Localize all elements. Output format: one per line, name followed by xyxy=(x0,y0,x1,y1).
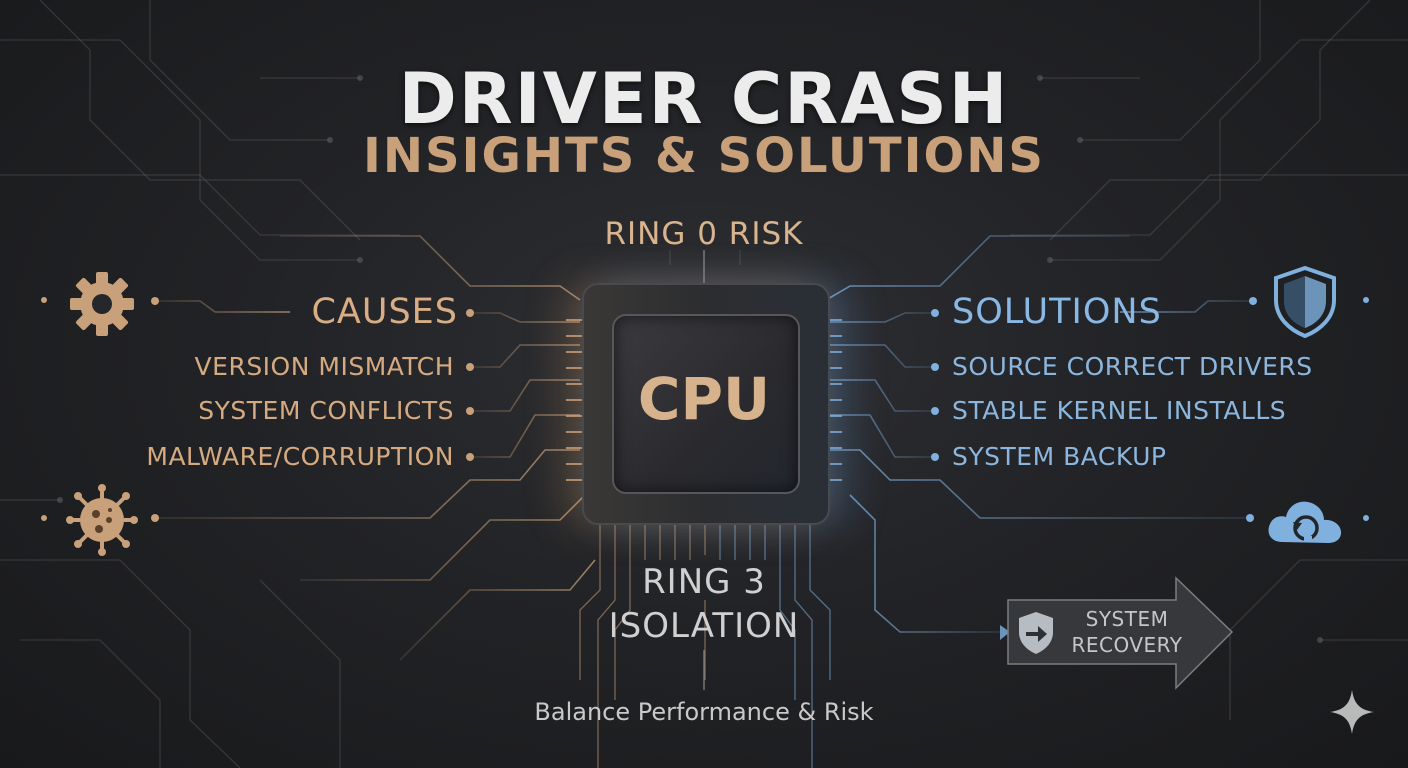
solution-item: STABLE KERNEL INSTALLS xyxy=(952,396,1287,425)
footer-caption: Balance Performance & Risk xyxy=(534,698,874,726)
ring0-label: RING 0 RISK xyxy=(604,216,804,252)
cause-item: SYSTEM CONFLICTS xyxy=(198,396,454,425)
ring3-label-line2: ISOLATION xyxy=(608,606,800,646)
cloud-sync-icon xyxy=(1268,501,1342,543)
cpu-chip-core xyxy=(612,314,800,494)
cpu-label: CPU xyxy=(637,365,771,433)
system-recovery-label: SYSTEM RECOVERY xyxy=(1062,606,1192,658)
system-recovery-line1: SYSTEM xyxy=(1085,607,1169,631)
cause-item: MALWARE/CORRUPTION xyxy=(146,442,454,471)
solution-item: SOURCE CORRECT DRIVERS xyxy=(952,352,1313,381)
cause-item: VERSION MISMATCH xyxy=(194,352,454,381)
shield-icon xyxy=(1274,265,1336,339)
page-subtitle: INSIGHTS & SOLUTIONS xyxy=(363,128,1045,184)
causes-heading: CAUSES xyxy=(311,292,458,332)
system-recovery-line2: RECOVERY xyxy=(1071,633,1183,657)
shield-arrow-icon xyxy=(1019,612,1053,654)
sparkle-icon xyxy=(1330,690,1374,734)
ring3-label: RING 3 ISOLATION xyxy=(554,560,854,648)
system-recovery-arrow xyxy=(1007,576,1234,690)
virus-icon xyxy=(66,484,138,556)
solutions-heading: SOLUTIONS xyxy=(952,292,1162,332)
gear-icon xyxy=(70,272,134,336)
ring3-label-line1: RING 3 xyxy=(642,562,766,602)
solution-item: SYSTEM BACKUP xyxy=(952,442,1167,471)
page-title: DRIVER CRASH xyxy=(398,58,1010,140)
